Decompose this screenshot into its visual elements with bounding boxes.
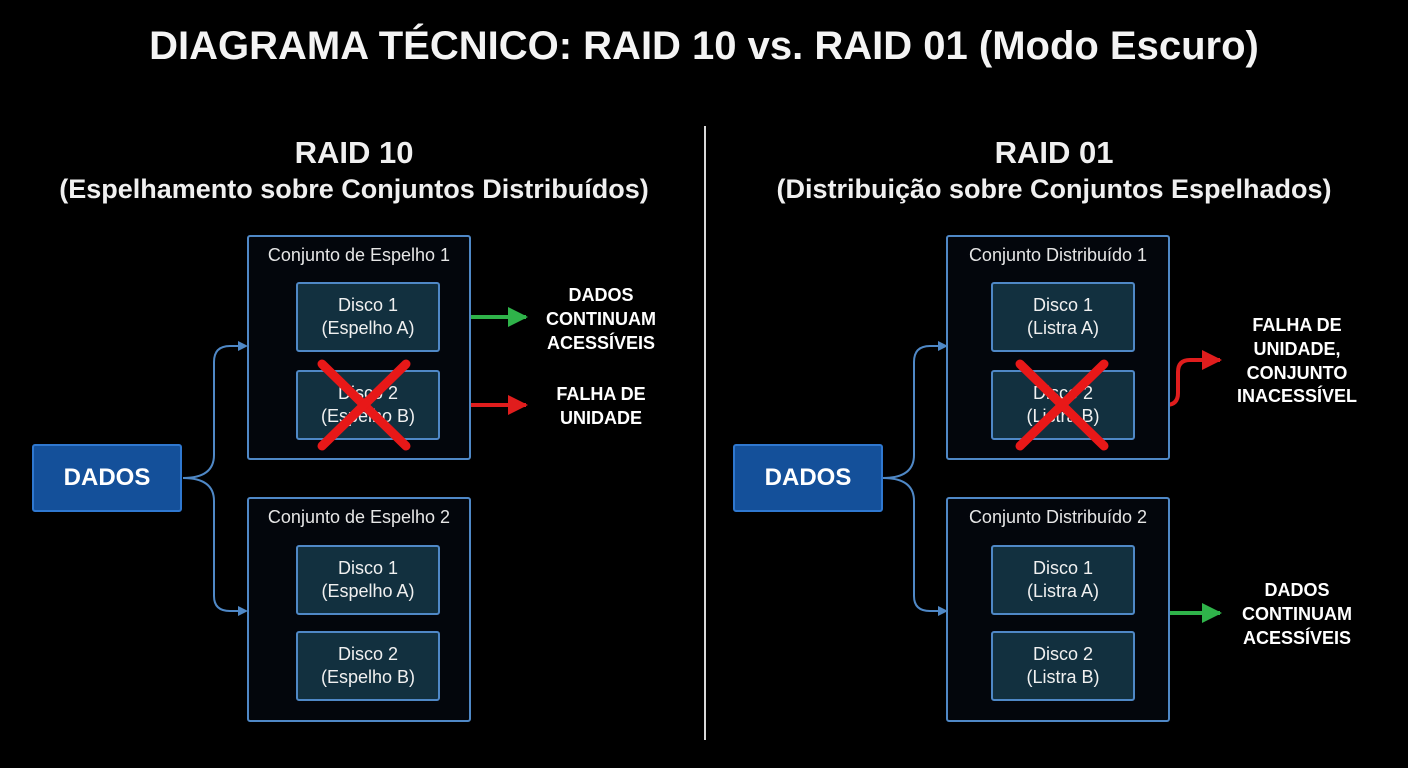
disk-role: (Espelho A) — [321, 318, 415, 338]
raid01-failure-x-icon — [1015, 359, 1109, 451]
raid01-fail-arrow — [1134, 350, 1222, 407]
raid01-set1-disk1: Disco 1 (Listra A) — [991, 282, 1135, 352]
raid10-set1-disk1: Disco 1 (Espelho A) — [296, 282, 440, 352]
raid10-data-block: DADOS — [32, 444, 182, 512]
raid10-failure-x-icon — [317, 359, 411, 451]
raid01-data-block: DADOS — [733, 444, 883, 512]
raid01-set1-label: Conjunto Distribuído 1 — [968, 245, 1148, 265]
disk-name: Disco 1 — [1032, 294, 1094, 315]
status-line: CONJUNTO — [1246, 362, 1348, 383]
panel-divider — [704, 126, 706, 740]
raid10-set1-label: Conjunto de Espelho 1 — [267, 245, 451, 265]
raid10-data-to-set2-line — [182, 477, 248, 616]
raid10-set2-disk2: Disco 2 (Espelho B) — [296, 631, 440, 701]
disk-name: Disco 2 — [1032, 643, 1094, 664]
raid01-set2-disk1: Disco 1 (Listra A) — [991, 545, 1135, 615]
raid10-set2-disk1: Disco 1 (Espelho A) — [296, 545, 440, 615]
raid01-status-ok: DADOS CONTINUAM ACESSÍVEIS — [1222, 579, 1372, 650]
disk-role: (Espelho B) — [320, 667, 416, 687]
raid10-status-fail: FALHA DE UNIDADE — [526, 383, 676, 431]
status-line: DADOS — [568, 285, 634, 305]
raid10-data-to-set1-line — [182, 341, 248, 479]
raid10-set2-label: Conjunto de Espelho 2 — [267, 507, 451, 527]
status-line: FALHA DE — [556, 384, 646, 404]
raid10-heading: RAID 10 (Espelhamento sobre Conjuntos Di… — [20, 134, 688, 206]
raid10-title: RAID 10 — [294, 135, 414, 170]
raid10-status-ok: DADOS CONTINUAM ACESSÍVEIS — [526, 284, 676, 355]
raid10-subtitle: (Espelhamento sobre Conjuntos Distribuíd… — [59, 174, 649, 205]
status-line: CONTINUAM — [1242, 603, 1352, 624]
raid01-set2-disk2: Disco 2 (Listra B) — [991, 631, 1135, 701]
status-line: ACESSÍVEIS — [546, 332, 656, 353]
status-line: ACESSÍVEIS — [1242, 627, 1352, 648]
raid01-set2-label: Conjunto Distribuído 2 — [968, 507, 1148, 527]
disk-name: Disco 1 — [1032, 557, 1094, 578]
disk-role: (Listra A) — [1026, 581, 1100, 601]
disk-name: Disco 1 — [337, 557, 399, 578]
status-line: UNIDADE, — [1253, 338, 1341, 359]
status-line: CONTINUAM — [546, 308, 656, 329]
raid01-data-to-set2-line — [882, 477, 948, 616]
raid01-title: RAID 01 — [994, 135, 1114, 170]
status-line: INACESSÍVEL — [1236, 386, 1358, 407]
status-line: UNIDADE — [559, 407, 642, 428]
disk-name: Disco 2 — [337, 643, 399, 664]
raid01-status-fail: FALHA DE UNIDADE, CONJUNTO INACESSÍVEL — [1222, 314, 1372, 409]
status-line: FALHA DE — [1252, 315, 1342, 335]
disk-name: Disco 1 — [337, 294, 399, 315]
disk-role: (Listra B) — [1026, 667, 1100, 687]
raid01-heading: RAID 01 (Distribuição sobre Conjuntos Es… — [720, 134, 1388, 206]
disk-role: (Listra A) — [1026, 318, 1100, 338]
raid01-data-to-set1-line — [882, 341, 948, 479]
raid01-subtitle: (Distribuição sobre Conjuntos Espelhados… — [776, 174, 1332, 205]
status-line: DADOS — [1264, 580, 1330, 600]
diagram-title: DIAGRAMA TÉCNICO: RAID 10 vs. RAID 01 (M… — [149, 24, 1259, 68]
disk-role: (Espelho A) — [321, 581, 415, 601]
